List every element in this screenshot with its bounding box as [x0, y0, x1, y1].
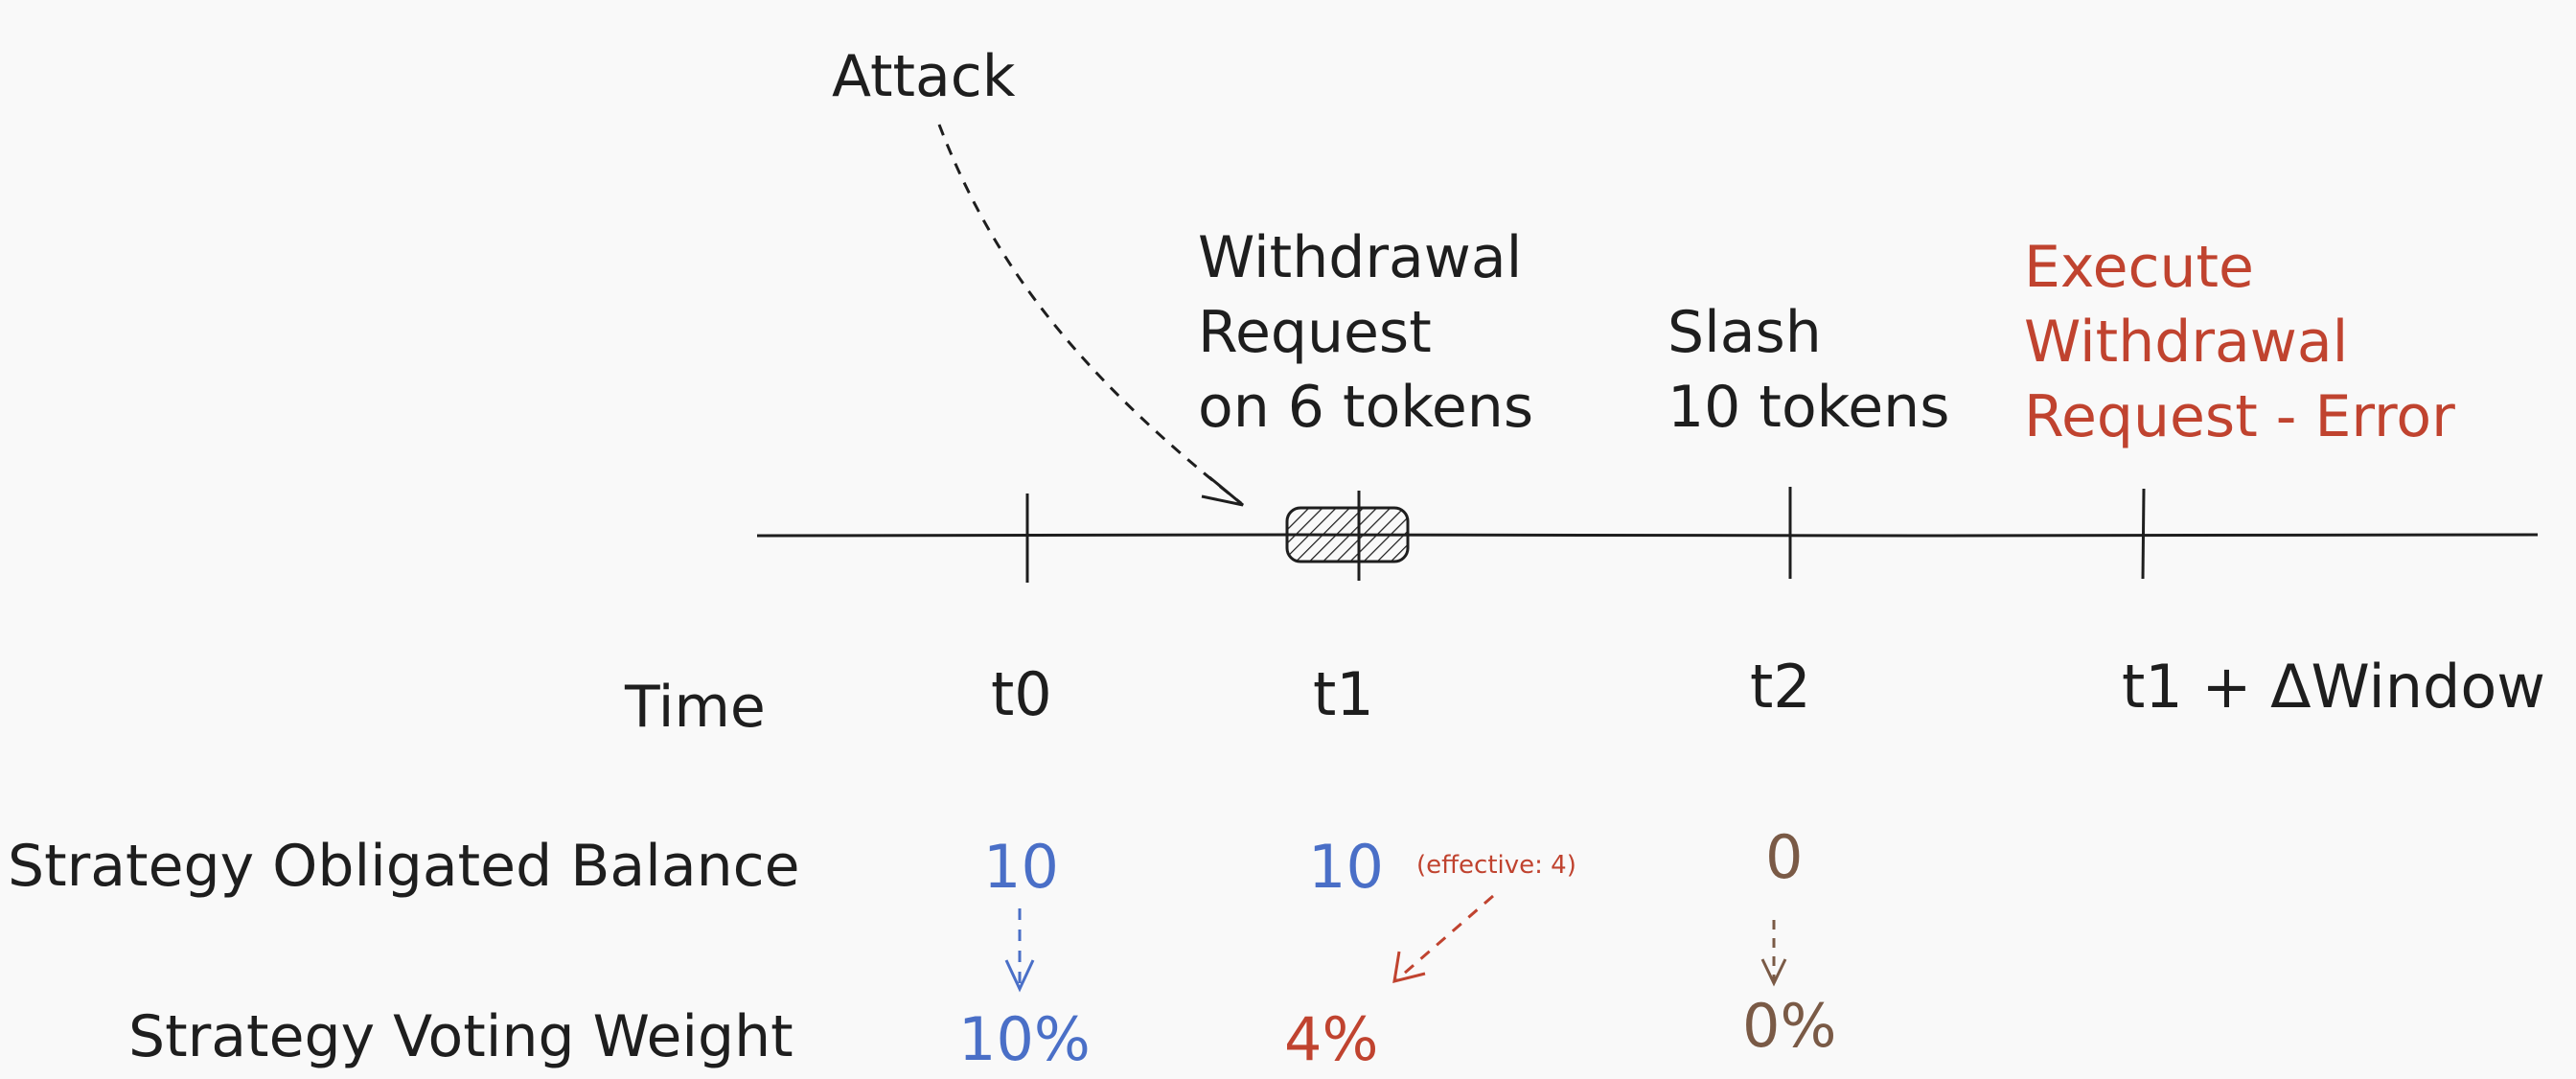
t0-arrowhead	[1004, 959, 1035, 993]
slash-label: Slash 10 tokens	[1668, 295, 1949, 445]
attack-label: Attack	[832, 43, 1016, 110]
slash-line-1: Slash	[1668, 299, 1822, 366]
execute-withdrawal-label: Execute Withdrawal Request - Error	[2024, 230, 2455, 454]
balance-t2: 0	[1765, 822, 1804, 892]
t2-arrowhead	[1760, 958, 1787, 987]
withdrawal-request-line-3: on 6 tokens	[1198, 374, 1534, 441]
tick-label-t0: t0	[991, 659, 1052, 729]
tick-label-t2: t2	[1750, 652, 1811, 722]
attack-arrow	[937, 124, 1242, 505]
weight-t1: 4%	[1284, 1004, 1379, 1074]
execute-line-2: Withdrawal	[2024, 309, 2349, 376]
time-row-label: Time	[625, 674, 766, 741]
balance-row-label: Strategy Obligated Balance	[8, 833, 800, 900]
slash-line-2: 10 tokens	[1668, 374, 1950, 441]
balance-t0: 10	[983, 832, 1059, 902]
attack-arrowhead	[1201, 475, 1244, 507]
t1-arrowhead	[1392, 951, 1426, 984]
tick-label-t1: t1	[1313, 659, 1374, 729]
execute-line-1: Execute	[2024, 234, 2254, 301]
weight-t2: 0%	[1742, 991, 1837, 1061]
withdrawal-request-line-1: Withdrawal	[1198, 224, 1523, 291]
weight-row-label: Strategy Voting Weight	[128, 1003, 794, 1070]
tick-mark-t1-window	[2141, 488, 2146, 580]
balance-t1: 10	[1308, 832, 1384, 902]
timeline-axis	[756, 533, 2539, 538]
withdrawal-request-line-2: Request	[1198, 299, 1432, 366]
withdrawal-box	[1285, 506, 1410, 563]
withdrawal-request-label: Withdrawal Request on 6 tokens	[1198, 220, 1533, 445]
t1-arrow	[1396, 894, 1494, 981]
tick-label-t1-window: t1 + ΔWindow	[2122, 652, 2545, 722]
execute-line-3: Request - Error	[2024, 383, 2455, 450]
effective-note: (effective: 4)	[1416, 851, 1576, 880]
weight-t0: 10%	[958, 1004, 1091, 1074]
